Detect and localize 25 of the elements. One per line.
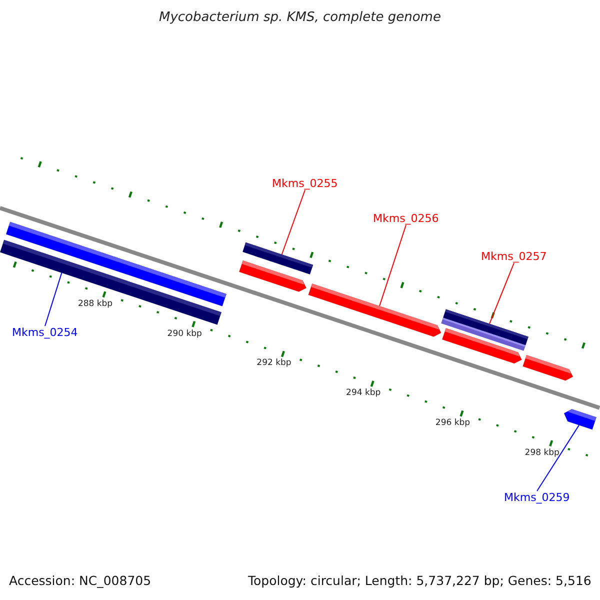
scale-label: 296 kbp <box>435 418 470 428</box>
gene-feature <box>308 284 442 337</box>
title: Mycobacterium sp. KMS, complete genome <box>159 10 441 26</box>
leader-line <box>489 262 514 324</box>
gene-bar <box>0 240 222 325</box>
gene-feature <box>564 409 596 430</box>
scale-label: 294 kbp <box>346 388 381 398</box>
leader-line <box>536 424 580 492</box>
genome-info-text: Topology: circular; Length: 5,737,227 bp; Genes: 5,516 <box>248 573 592 588</box>
scale-label: 288 kbp <box>78 298 113 309</box>
gene-label: Mkms_0257 <box>481 250 547 264</box>
scale-label: 290 kbp <box>167 328 202 339</box>
leader-line <box>379 224 406 306</box>
accession-text: Accession: NC_008705 <box>9 573 152 588</box>
gene-label: Mkms_0256 <box>373 212 439 226</box>
gene-label: Mkms_0259 <box>504 491 570 504</box>
leader-line <box>44 272 62 326</box>
gene-bar <box>242 242 314 274</box>
gene-feature <box>522 355 573 381</box>
scale-label: 292 kbp <box>256 358 292 369</box>
gene-label: Mkms_0254 <box>12 326 78 340</box>
leader-line <box>281 190 306 255</box>
gene-label: Mkms_0255 <box>272 177 338 190</box>
scale-label: 298 kbp <box>524 448 560 458</box>
gene-bar <box>441 318 526 351</box>
